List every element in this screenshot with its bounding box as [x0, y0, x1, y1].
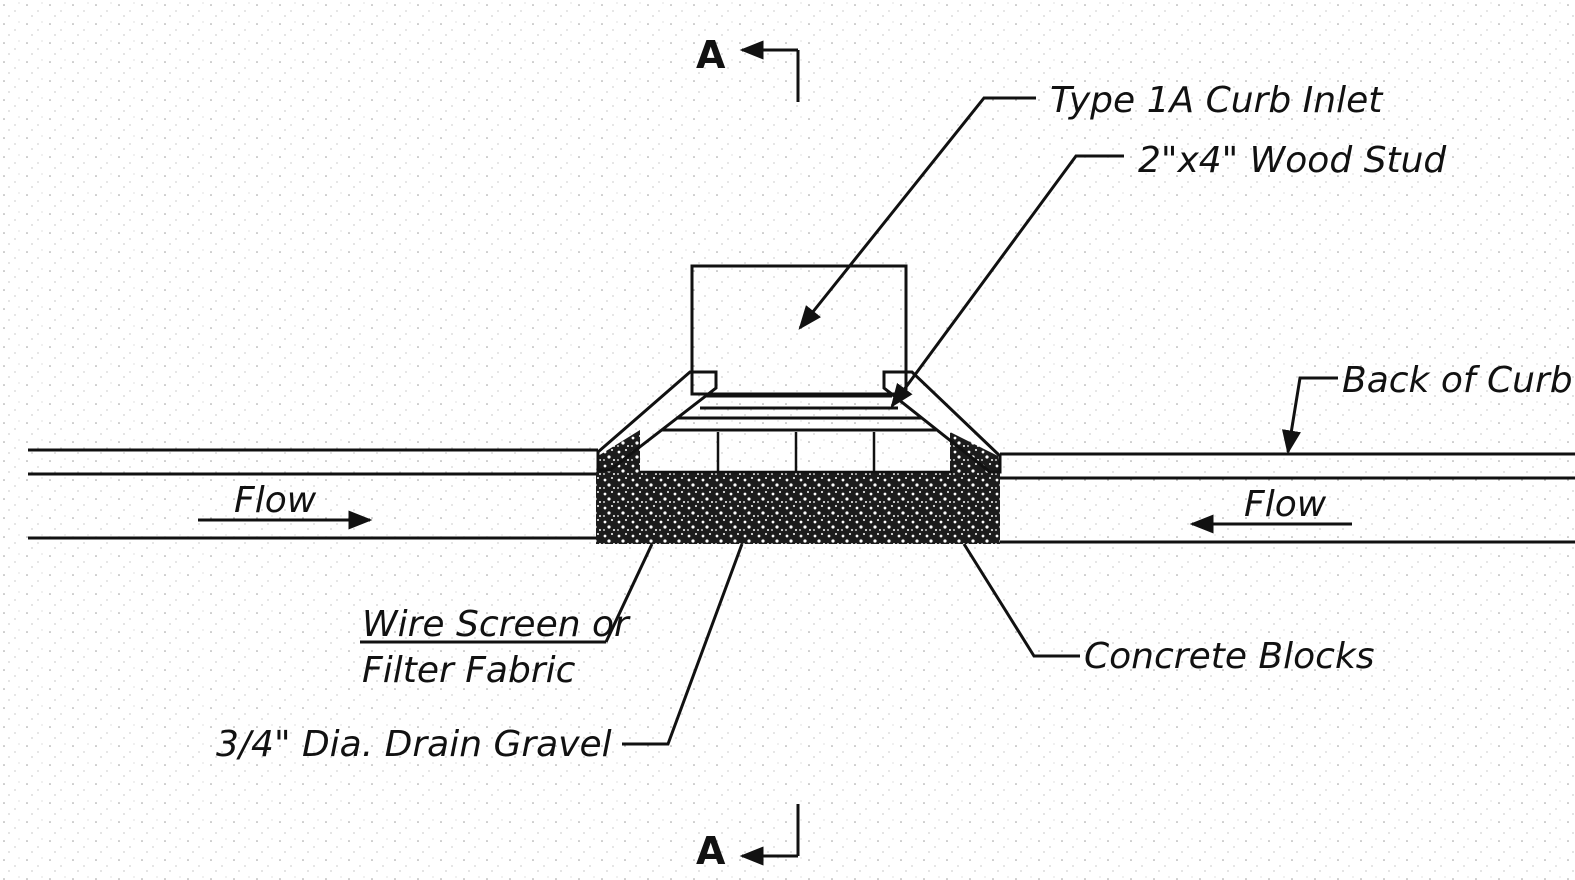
label-wire-screen-line2: Filter Fabric	[362, 650, 576, 691]
label-flow-right: Flow	[1244, 484, 1327, 525]
label-wood-stud: 2"x4" Wood Stud	[1138, 140, 1447, 181]
leader-wire-screen	[360, 543, 654, 644]
label-drain-gravel: 3/4" Dia. Drain Gravel	[216, 724, 612, 765]
wood-stud-assembly	[596, 370, 1002, 474]
gravel-side-right	[950, 432, 1000, 472]
leader-drain-gravel	[622, 543, 744, 746]
svg-text:A: A	[696, 33, 726, 77]
leader-back-of-curb	[1281, 376, 1338, 455]
concrete-blocks	[640, 432, 952, 474]
drain-gravel-bed	[596, 472, 1000, 544]
label-back-of-curb: Back of Curb	[1342, 360, 1573, 401]
label-flow-left: Flow	[234, 480, 317, 521]
section-marker-bottom: A	[696, 804, 800, 873]
curb-left	[28, 448, 598, 540]
label-curb-inlet: Type 1A Curb Inlet	[1050, 80, 1384, 121]
leader-wood-stud	[890, 154, 1124, 408]
gravel-side-left	[596, 430, 640, 472]
label-concrete-blocks: Concrete Blocks	[1084, 636, 1375, 677]
svg-text:A: A	[696, 829, 726, 873]
leader-curb-inlet	[798, 96, 1036, 330]
section-marker-top: A	[696, 33, 800, 102]
curb-inlet-box	[690, 264, 908, 396]
leader-concrete-blocks	[962, 543, 1080, 658]
label-wire-screen-line1: Wire Screen or	[362, 604, 631, 645]
